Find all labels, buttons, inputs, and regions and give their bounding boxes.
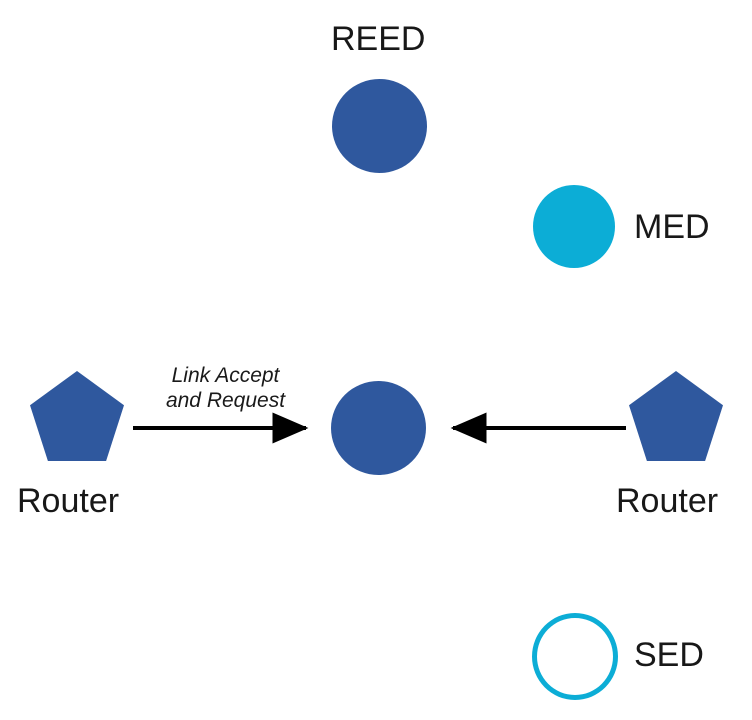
- node-sed-label: SED: [634, 636, 704, 674]
- edge-link-accept-request-label: Link Accept and Request: [144, 363, 307, 413]
- node-med-label: MED: [634, 208, 710, 246]
- node-router-right-pentagon-icon: [629, 371, 723, 461]
- node-leader-center-circle-icon: [331, 381, 426, 475]
- node-router-left-pentagon-icon: [30, 371, 124, 461]
- edge-label-line-1: Link Accept: [171, 364, 280, 387]
- node-med-circle-icon: [533, 185, 615, 268]
- node-router-right-label: Router: [616, 482, 719, 520]
- node-sed-circle-outline-icon: [532, 613, 618, 700]
- edge-label-line-2: and Request: [165, 389, 286, 412]
- node-reed-circle-icon: [332, 79, 427, 173]
- node-reed-label: REED: [331, 20, 426, 58]
- node-router-left-label: Router: [17, 482, 120, 520]
